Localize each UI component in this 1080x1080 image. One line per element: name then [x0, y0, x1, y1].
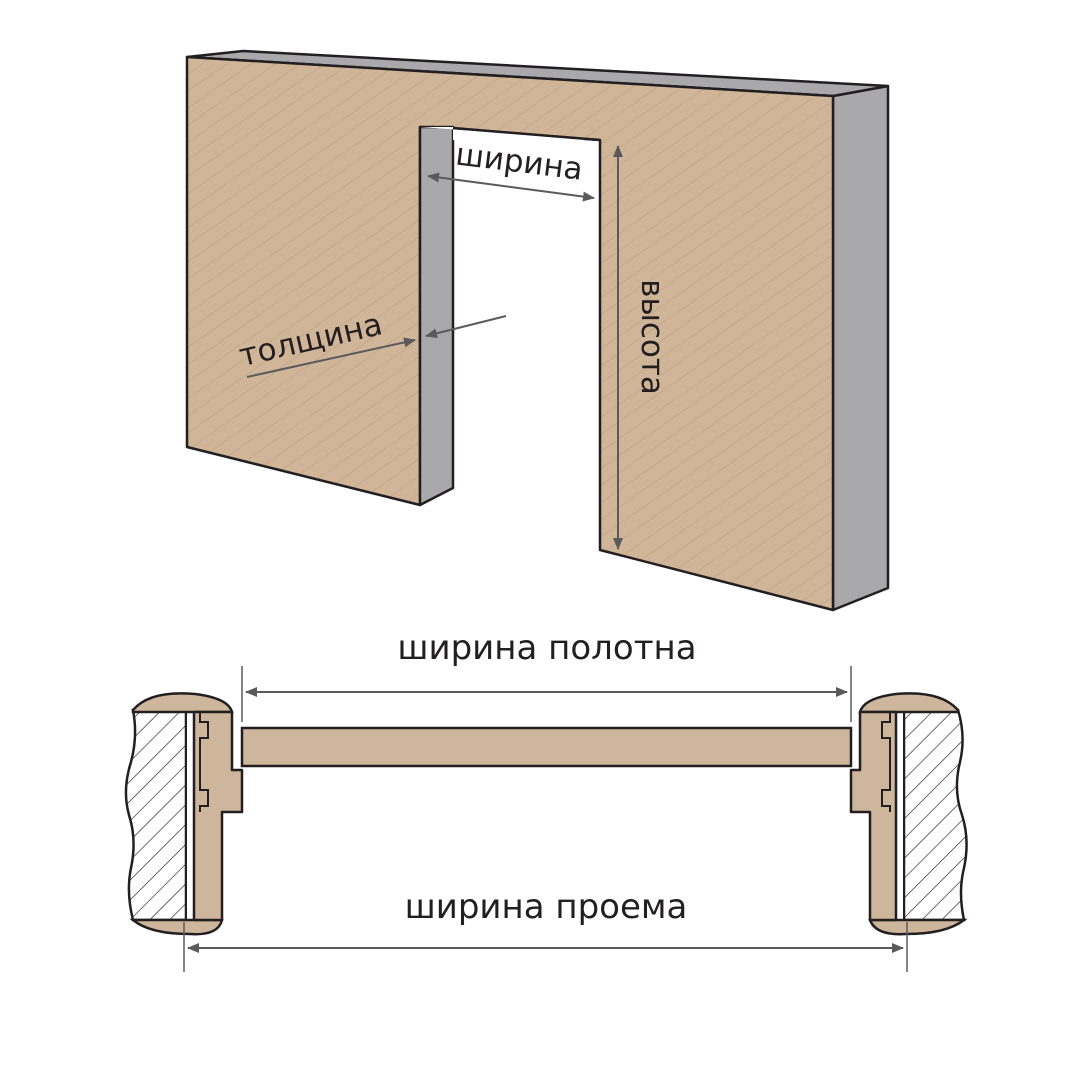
right-casing-top	[858, 692, 960, 714]
thickness-arrow-left	[246, 337, 416, 378]
thickness-arrow-right	[425, 315, 507, 339]
left-casing-top	[131, 692, 234, 714]
leaf-width-label: ширина полотна	[397, 628, 696, 668]
right-wall-section	[902, 708, 968, 922]
right-casing-bottom	[868, 918, 968, 936]
width-arrow	[427, 172, 595, 202]
right-frame-profile	[849, 710, 898, 922]
wall-3d	[185, 49, 890, 612]
opening-width-label: ширина проема	[405, 887, 688, 927]
left-jamb	[124, 692, 244, 936]
width-label: ширина	[454, 136, 585, 187]
left-frame-profile	[192, 710, 244, 922]
left-casing-bottom	[129, 918, 224, 936]
right-jamb	[849, 692, 968, 936]
opening-reveal-left	[418, 125, 455, 507]
left-wall-section	[124, 708, 188, 922]
door-leaf	[240, 726, 853, 768]
wall-side-face	[831, 84, 890, 612]
height-label: высота	[634, 279, 670, 395]
